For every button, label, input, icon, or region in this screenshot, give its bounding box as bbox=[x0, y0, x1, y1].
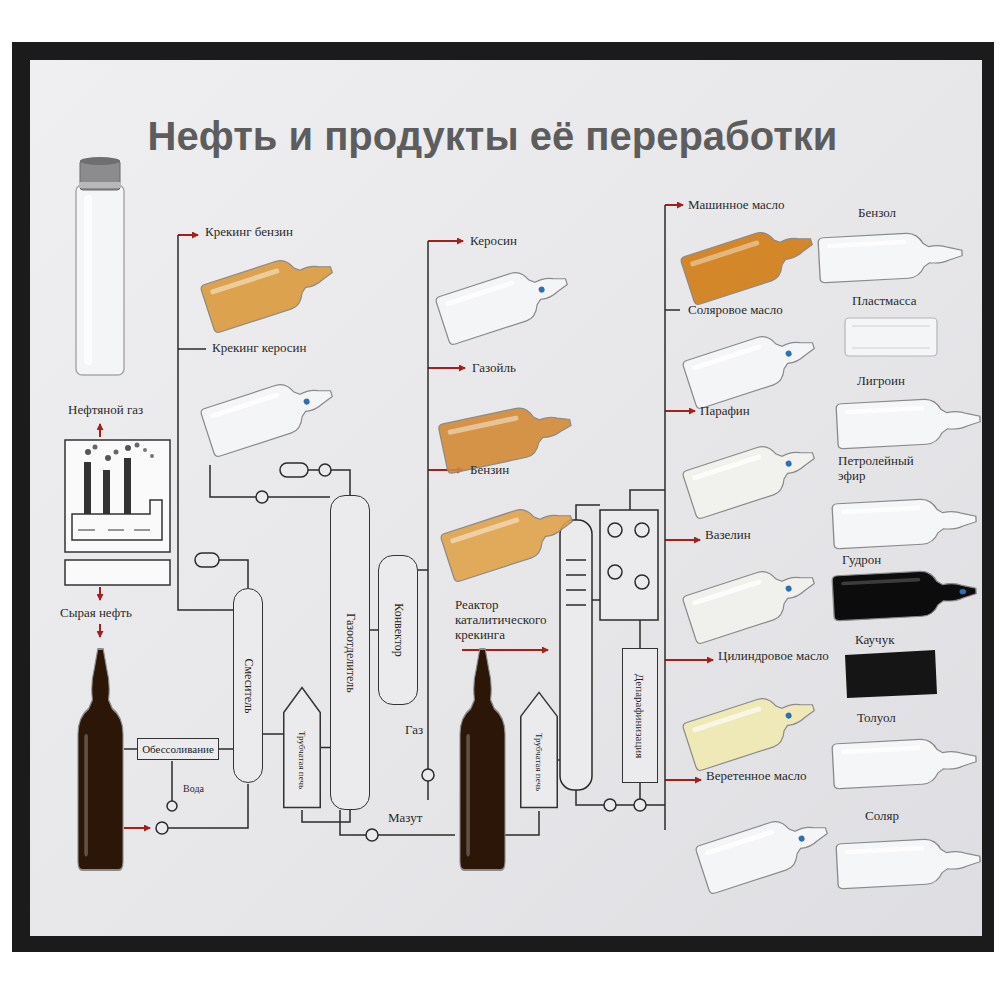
product-label: Толуол bbox=[857, 710, 896, 725]
product-label: Бензин bbox=[470, 462, 509, 477]
ampoule bbox=[818, 231, 963, 283]
product-label: Цилиндровое масло bbox=[718, 648, 829, 663]
ampoule bbox=[460, 649, 505, 870]
flow-arrows bbox=[100, 205, 713, 828]
ampoule bbox=[435, 258, 574, 346]
ampoule bbox=[200, 246, 339, 334]
furnace-shape bbox=[521, 692, 557, 807]
node-text: Смеситель bbox=[241, 658, 256, 713]
ampoule bbox=[836, 397, 981, 449]
pipe-connector bbox=[263, 733, 283, 735]
ampoule bbox=[682, 432, 821, 520]
process-box: Обессоливание bbox=[137, 738, 219, 760]
ampoule bbox=[832, 569, 977, 621]
ampoule bbox=[832, 737, 977, 789]
product-label: Бензол bbox=[858, 205, 896, 220]
product-label: Петролейный эфир bbox=[838, 453, 928, 483]
product-label: Машинное масло bbox=[688, 197, 785, 212]
ampoule bbox=[695, 807, 834, 895]
process-column: Конвектор bbox=[378, 555, 418, 705]
ampoule bbox=[680, 218, 819, 306]
pipe-connector bbox=[321, 747, 330, 749]
product-label: Мазут bbox=[388, 810, 422, 825]
factory-picture bbox=[65, 440, 170, 585]
ampoule bbox=[682, 684, 821, 772]
furnace-shape bbox=[284, 688, 320, 808]
product-label: Сырая нефть bbox=[60, 605, 132, 620]
ampoule bbox=[440, 495, 579, 583]
node-text: Обессоливание bbox=[142, 743, 214, 755]
plastic-sample bbox=[845, 318, 937, 356]
furnace-symbol: Трубчатая печь bbox=[283, 685, 321, 810]
product-label: Газ bbox=[405, 722, 423, 737]
product-label: Вазелин bbox=[705, 527, 751, 542]
node-text: Газоотделитель bbox=[343, 613, 358, 692]
ampoule bbox=[200, 370, 339, 458]
pipe-lines bbox=[124, 205, 680, 835]
node-text: Конвектор bbox=[391, 603, 406, 657]
furnace-symbol: Трубчатая печь bbox=[520, 690, 558, 810]
ampoule bbox=[836, 837, 981, 889]
node-text: Трубчатая печь bbox=[534, 733, 544, 791]
product-label: Крекинг бензин bbox=[205, 224, 293, 239]
gas-vial bbox=[76, 157, 124, 375]
product-label: Веретенное масло bbox=[706, 768, 806, 783]
pipe-connector bbox=[370, 629, 378, 631]
product-label: Газойль bbox=[472, 360, 516, 375]
product-label: Лигроин bbox=[857, 373, 905, 388]
product-label: Реактор каталитического крекинга bbox=[455, 597, 567, 642]
ampoule bbox=[682, 322, 821, 410]
product-label: Пластмасса bbox=[852, 293, 916, 308]
product-label: Нефтяной газ bbox=[68, 402, 143, 417]
product-label: Каучук bbox=[855, 632, 894, 647]
process-column: Смеситель bbox=[233, 588, 263, 783]
ampoule bbox=[78, 649, 123, 870]
product-label: Керосин bbox=[470, 233, 517, 248]
board-title: Нефть и продукты её переработки bbox=[0, 112, 985, 160]
equipment-symbols bbox=[156, 463, 658, 841]
rubber-sample bbox=[845, 650, 937, 698]
pipe-connector bbox=[219, 748, 233, 750]
product-label: Гудрон bbox=[842, 552, 881, 567]
process-column: Газоотделитель bbox=[330, 495, 370, 810]
product-label: Крекинг керосин bbox=[212, 340, 307, 355]
product-label: Вода bbox=[183, 783, 204, 795]
product-label: Парафин bbox=[700, 403, 750, 418]
process-box: Депарафинизация bbox=[622, 648, 658, 783]
product-label: Соляровое масло bbox=[688, 302, 783, 317]
node-text: Депарафинизация bbox=[634, 673, 646, 758]
node-text: Трубчатая печь bbox=[297, 731, 307, 789]
ampoule bbox=[682, 557, 821, 645]
ampoule bbox=[832, 497, 977, 549]
product-label: Соляр bbox=[865, 808, 899, 823]
